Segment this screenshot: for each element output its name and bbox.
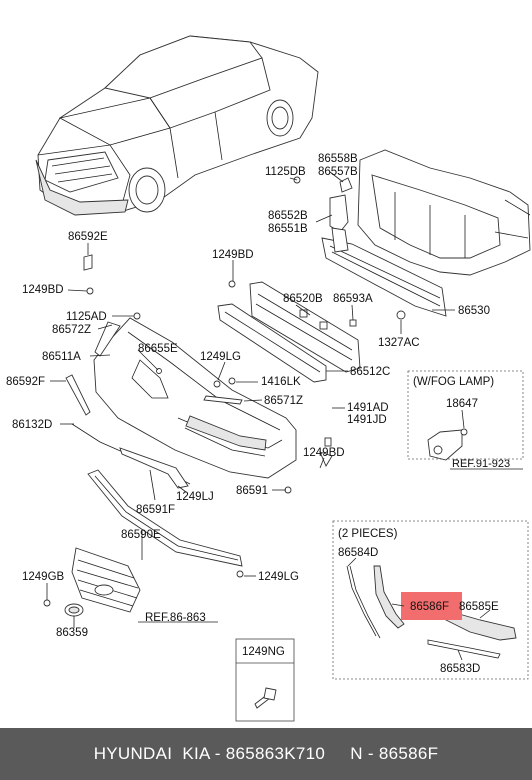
label-1249lj: 1249LJ xyxy=(176,491,214,503)
trim-86591f xyxy=(119,447,189,489)
side-fasteners xyxy=(213,377,333,494)
front-grille xyxy=(43,547,141,617)
fasteners-top xyxy=(83,254,406,327)
label-86551b: 86551B xyxy=(268,223,308,235)
fog-lamp-bracket xyxy=(427,428,468,461)
label-86572z: 86572Z xyxy=(52,324,91,336)
label-1491jd: 1491JD xyxy=(347,414,387,426)
label-18647: 18647 xyxy=(446,398,478,410)
label-1125db: 1125DB xyxy=(265,166,306,178)
label-86530: 86530 xyxy=(458,305,490,317)
label-86583d: 86583D xyxy=(440,663,480,675)
label-86511a: 86511A xyxy=(42,351,81,363)
label-86591f: 86591F xyxy=(136,504,175,516)
strip-86572z xyxy=(94,321,121,357)
label-1249lg-a: 1249LG xyxy=(200,351,241,363)
label-86592f: 86592F xyxy=(6,376,45,388)
label-86585e: 86585E xyxy=(459,601,499,613)
label-86593a: 86593A xyxy=(333,293,373,305)
parts-diagram: 86558B 86557B 1125DB 86552B 86551B 86592… xyxy=(6,35,531,722)
label-1491ad: 1491AD xyxy=(347,402,389,414)
label-86571z: 86571Z xyxy=(264,395,303,407)
label-1249lg-b: 1249LG xyxy=(258,571,299,583)
front-bumper-cover xyxy=(93,317,297,479)
screw-1249ng xyxy=(254,687,277,709)
label-86586f: 86586F xyxy=(410,601,449,613)
label-pieces-title: (2 PIECES) xyxy=(338,528,398,540)
side-moulding-86592f xyxy=(65,374,91,416)
label-1125ad: 1125AD xyxy=(66,311,107,323)
part-labels: 86558B 86557B 1125DB 86552B 86551B 86592… xyxy=(6,153,510,675)
label-1327ac: 1327AC xyxy=(378,337,420,349)
label-86359: 86359 xyxy=(56,627,88,639)
label-86132d: 86132D xyxy=(12,419,52,431)
bumper-absorber-86530 xyxy=(321,237,447,317)
fog-lamp-box xyxy=(407,370,524,460)
label-1249bd-c: 1249BD xyxy=(303,447,345,459)
leader-lines xyxy=(46,171,523,661)
label-86591: 86591 xyxy=(236,485,268,497)
highlight-86586f xyxy=(401,592,462,620)
label-86512c: 86512C xyxy=(350,366,390,378)
label-86590e: 86590E xyxy=(121,529,161,541)
footer-bar: HYUNDAI KIA - 865863K710 N - 86586F xyxy=(0,728,532,780)
label-1249gb: 1249GB xyxy=(22,571,65,583)
bracket-86552b xyxy=(293,176,353,253)
label-86557b: 86557B xyxy=(318,166,358,178)
label-86552b: 86552B xyxy=(268,210,308,222)
two-pieces-box xyxy=(332,520,529,680)
label-1249ng: 1249NG xyxy=(242,646,285,658)
label-86558b: 86558B xyxy=(318,153,358,165)
two-pieces-parts xyxy=(346,565,517,659)
label-ref-91-923: REF.91-923 xyxy=(452,458,510,470)
label-86584d: 86584D xyxy=(338,547,378,559)
label-1249bd-a: 1249BD xyxy=(22,284,64,296)
label-fog-title: (W/FOG LAMP) xyxy=(413,376,494,388)
rail-86520b xyxy=(249,281,361,373)
spoiler-86590e xyxy=(87,469,244,578)
trim-86571z xyxy=(203,395,243,405)
label-1249bd-b: 1249BD xyxy=(212,249,254,261)
label-1416lk: 1416LK xyxy=(261,376,301,388)
label-86592e: 86592E xyxy=(68,231,108,243)
label-86655e: 86655E xyxy=(138,343,178,355)
label-86520b: 86520B xyxy=(283,293,323,305)
footer-part-number: HYUNDAI KIA - 865863K710 N - 86586F xyxy=(93,744,439,763)
bracket-86512c xyxy=(217,303,327,383)
label-ref-86-863: REF.86-863 xyxy=(145,612,206,624)
box-1249ng xyxy=(235,638,295,722)
car-illustration xyxy=(35,35,319,216)
front-carrier-structure xyxy=(357,149,531,276)
